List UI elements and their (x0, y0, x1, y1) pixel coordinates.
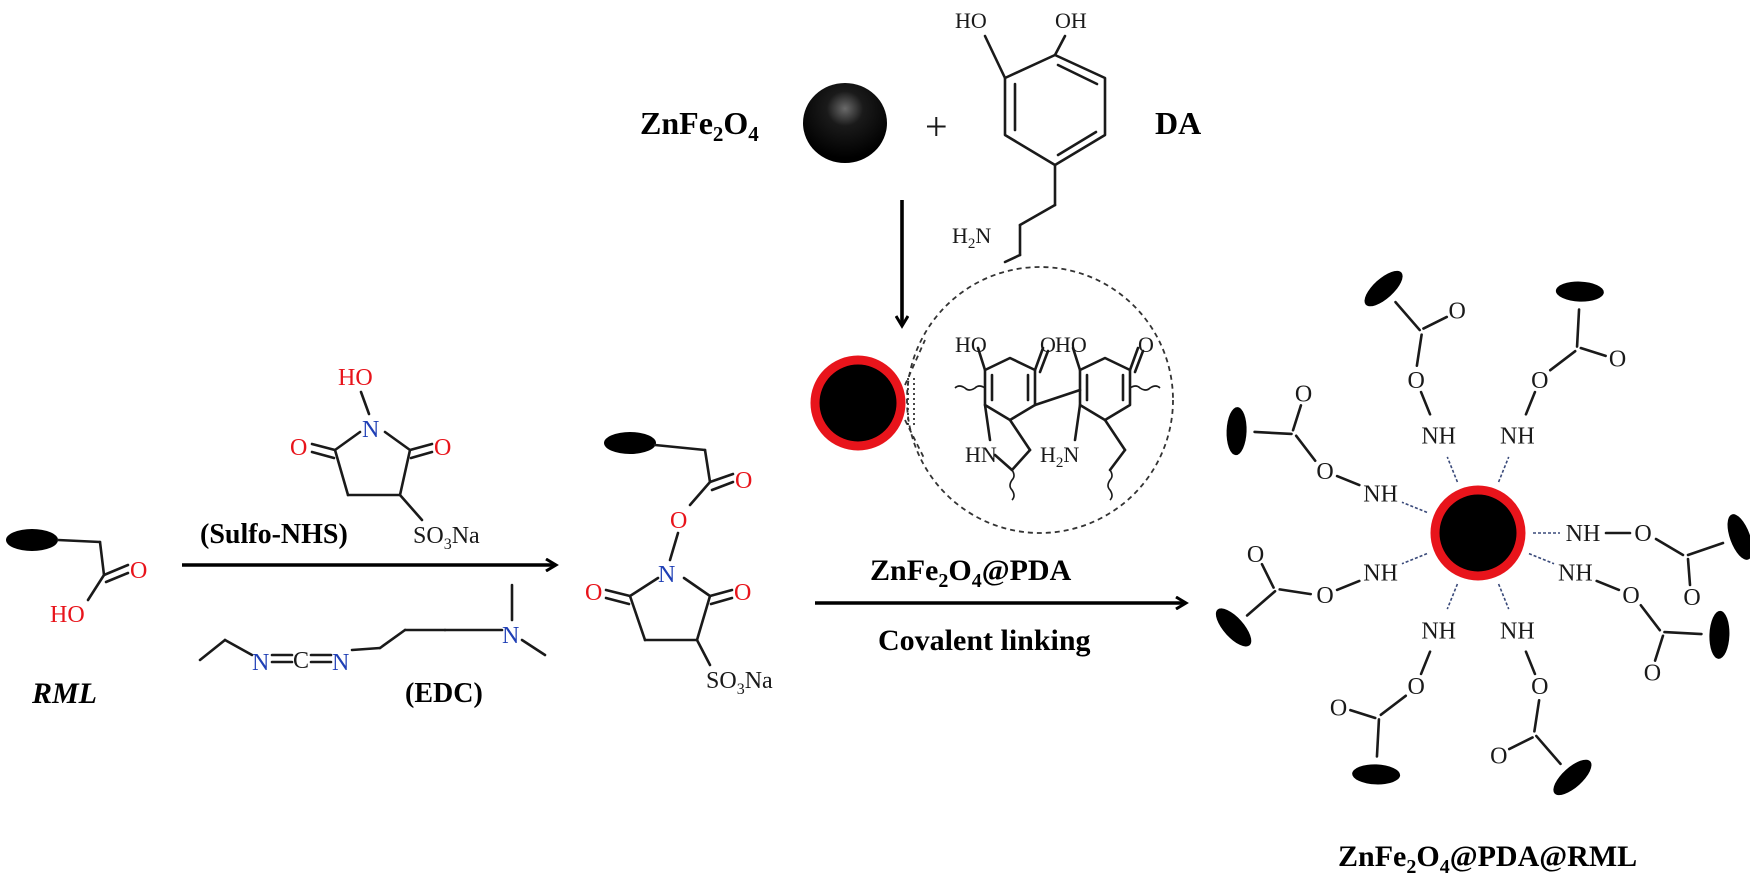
carbonyl-o-label: O (1247, 542, 1264, 568)
svg-text:O: O (1040, 332, 1056, 357)
ester-o-label: O (1531, 368, 1548, 394)
da-label: DA (1155, 105, 1201, 141)
carbonyl-o-label: O (1295, 381, 1312, 407)
svg-text:O: O (585, 580, 602, 606)
svg-text:N: N (658, 562, 675, 588)
znfe2o4-particle (803, 83, 887, 163)
svg-text:HO: HO (50, 602, 85, 628)
edc-label: (EDC) (405, 678, 483, 709)
rml-arms: NH O O NH O O NH O O NH O O NH O O NH O O NH O O NH O O (1215, 270, 1750, 796)
svg-text:HO: HO (955, 8, 987, 33)
nh-label: NH (1363, 482, 1398, 508)
dopamine-structure: HO OH H2N (952, 8, 1107, 264)
carbonyl-o-label: O (1490, 743, 1507, 769)
ester-o-label: O (1316, 583, 1333, 609)
svg-text:O: O (290, 435, 307, 461)
rml-arm: NH O O (1364, 270, 1466, 483)
svg-text:O: O (670, 508, 687, 534)
svg-text:OH: OH (1055, 8, 1087, 33)
final-product-label: ZnFe2O4@PDA@RML (1338, 840, 1637, 878)
ester-o-label: O (1531, 674, 1548, 700)
rml-arm: NH O O (1330, 583, 1459, 785)
ester-o-label: O (1622, 583, 1639, 609)
svg-text:O: O (130, 558, 147, 584)
nh-label: NH (1500, 424, 1535, 450)
final-particle (1430, 485, 1526, 581)
rml-arm: NH O O (1497, 281, 1626, 483)
znfe2o4-label: ZnFe2O4 (640, 105, 759, 146)
carbonyl-o-label: O (1609, 347, 1626, 373)
ester-o-label: O (1316, 459, 1333, 485)
svg-text:O: O (434, 435, 451, 461)
rml-arm: NH O O (1215, 542, 1428, 647)
ester-o-label: O (1634, 521, 1651, 547)
svg-text:HO: HO (955, 332, 987, 357)
ester-o-label: O (1408, 674, 1425, 700)
ester-o-label: O (1408, 368, 1425, 394)
zoom-circle (906, 266, 1174, 534)
svg-text:N: N (502, 623, 519, 649)
svg-text:H2N: H2N (952, 223, 991, 252)
znfe2o4-pda-particle (810, 355, 906, 451)
nh-label: NH (1558, 560, 1593, 586)
carbonyl-o-label: O (1330, 695, 1347, 721)
znfe2o4-pda-label: ZnFe2O4@PDA (870, 554, 1072, 592)
nh-label: NH (1363, 560, 1398, 586)
edc-structure: N C N N (198, 583, 547, 676)
svg-text:N: N (332, 650, 349, 676)
svg-text:O: O (735, 468, 752, 494)
svg-text:HO: HO (338, 365, 373, 391)
svg-text:HO: HO (1055, 332, 1087, 357)
svg-text:N: N (252, 650, 269, 676)
svg-text:O: O (1138, 332, 1154, 357)
plus-sign: + (925, 104, 948, 149)
sulfo-nhs-label: (Sulfo-NHS) (200, 519, 348, 550)
pda-structure: HO O HO O HN H2N (954, 332, 1161, 501)
svg-text:C: C (293, 648, 309, 674)
nh-label: NH (1421, 424, 1456, 450)
nh-label: NH (1566, 521, 1601, 547)
rml-arm: NH O O (1226, 381, 1428, 514)
svg-text:N: N (362, 417, 379, 443)
rml-structure: O HO (6, 529, 147, 628)
rml-arm: NH O O (1490, 583, 1592, 796)
nh-label: NH (1421, 618, 1456, 644)
svg-text:SO3Na: SO3Na (706, 668, 773, 698)
rml-arm: NH O O (1528, 552, 1730, 687)
svg-text:H2N: H2N (1040, 442, 1079, 471)
nh-label: NH (1500, 618, 1535, 644)
svg-text:O: O (734, 580, 751, 606)
svg-text:HN: HN (965, 442, 997, 467)
carbonyl-o-label: O (1644, 661, 1661, 687)
svg-text:SO3Na: SO3Na (413, 523, 480, 553)
zoom-connector (904, 339, 926, 461)
rml-arm: NH O O (1533, 514, 1750, 611)
carbonyl-o-label: O (1449, 299, 1466, 325)
sulfo-nhs-ester-structure: O O N O O SO3Na (585, 432, 773, 698)
carbonyl-o-label: O (1683, 585, 1700, 611)
covalent-linking-label: Covalent linking (878, 624, 1091, 657)
sulfo-nhs-structure: HO N O O SO3Na (290, 365, 480, 553)
rml-label: RML (31, 677, 97, 710)
